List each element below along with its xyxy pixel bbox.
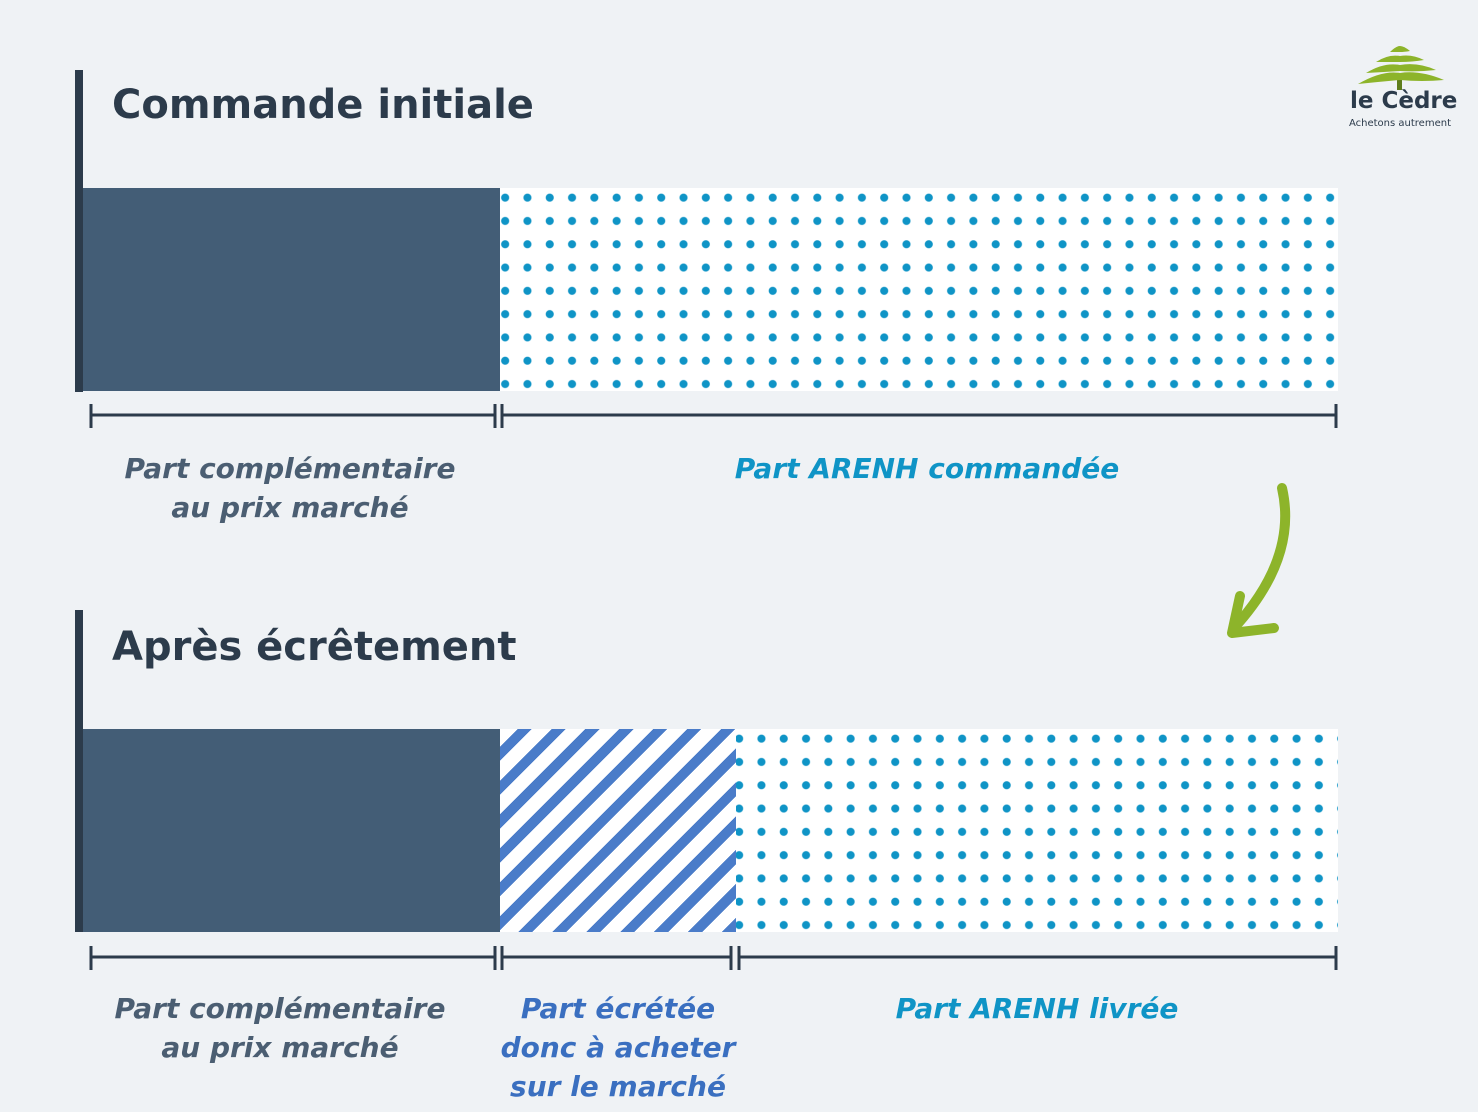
logo-tagline: Achetons autrement (1348, 118, 1451, 129)
section-title-initial: Commande initiale (112, 82, 534, 128)
bar-segment-complementary (83, 188, 500, 391)
section-marker-bottom (75, 610, 83, 932)
label-line: au prix marché (161, 1031, 399, 1064)
bracket-bottom (89, 946, 1338, 970)
section-marker-top (75, 70, 83, 392)
label-line: Part ARENH commandée (734, 452, 1120, 485)
label-line: Part ARENH livrée (895, 992, 1179, 1025)
label-line: Part complémentaire (114, 992, 446, 1025)
label-clipped-part: Part écrétée donc à acheter sur le march… (468, 989, 768, 1106)
section-title-after-clipping: Après écrêtement (112, 624, 517, 670)
label-complementary-top: Part complémentaire au prix marché (90, 449, 490, 527)
label-arenh-delivered: Part ARENH livrée (737, 989, 1337, 1028)
label-line: Part complémentaire (124, 452, 456, 485)
cedar-tree-logo-icon (1358, 46, 1444, 90)
label-line: donc à acheter (500, 1031, 736, 1064)
bracket-top (89, 404, 1338, 428)
curved-arrow-icon (1227, 483, 1291, 638)
label-complementary-bottom: Part complémentaire au prix marché (80, 989, 480, 1067)
label-line: Part écrétée (520, 992, 716, 1025)
label-line: au prix marché (171, 491, 409, 524)
bar-segment-clipped (500, 729, 736, 932)
label-line: sur le marché (510, 1070, 726, 1103)
label-arenh-ordered: Part ARENH commandée (520, 449, 1334, 488)
bar-segment-arenh-delivered (736, 729, 1338, 932)
logo-name: le Cèdre (1350, 88, 1458, 114)
bar-segment-complementary-after (83, 729, 500, 932)
bar-segment-arenh-ordered (500, 188, 1338, 391)
